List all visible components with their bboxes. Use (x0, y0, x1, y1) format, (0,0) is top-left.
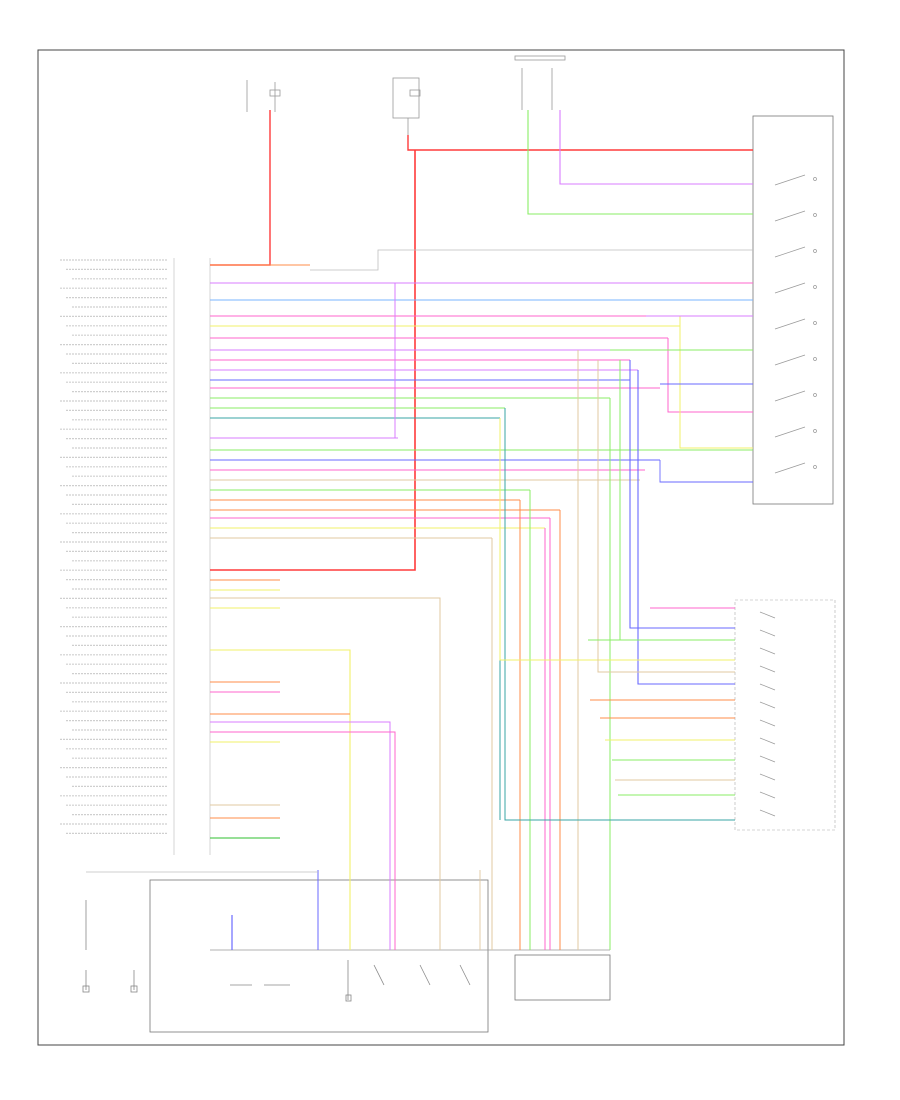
memory-switch-box (734, 599, 836, 831)
memory-switch-contact (759, 611, 776, 619)
lumbar-switch-top (514, 55, 566, 110)
switch-contact (774, 174, 806, 186)
fuse-block-left (246, 80, 281, 112)
switch-contact (774, 210, 806, 222)
power-feed-wire (210, 150, 416, 571)
wire (597, 360, 735, 673)
wire (210, 731, 396, 950)
seat-switch-contacts (774, 174, 817, 474)
memory-switch-contact (759, 755, 776, 763)
switch-contact (774, 354, 806, 366)
memory-switch-contact (759, 773, 776, 781)
wire (499, 418, 735, 661)
switch-contact (774, 246, 806, 258)
memory-switch-contact (759, 791, 776, 799)
fuse-block-center (392, 77, 421, 135)
wire (210, 597, 441, 950)
wire (527, 110, 753, 215)
wire (629, 360, 735, 629)
wire (310, 249, 753, 271)
seat-module-bottom (149, 879, 489, 1033)
wire-harness (86, 110, 753, 950)
wire (659, 460, 753, 483)
memory-switch-contact (759, 719, 776, 727)
switch-terminal (813, 177, 817, 181)
memory-switch-contact (759, 629, 776, 637)
power-feed-wire (407, 135, 753, 151)
left-pin-labels (60, 259, 168, 835)
wire (679, 316, 753, 449)
wire (210, 649, 351, 950)
switch-terminal (813, 213, 817, 217)
wire (619, 360, 735, 641)
recline-motor-box (514, 954, 611, 1001)
seat-switch-box (752, 115, 834, 505)
heated-seat-switches (82, 900, 138, 993)
wire (637, 370, 735, 685)
bottom-motor-switches (230, 960, 471, 1002)
switch-terminal (813, 357, 817, 361)
switch-contact (774, 390, 806, 402)
memory-switch-contact (759, 737, 776, 745)
wire (210, 721, 391, 950)
power-feed-wire (210, 110, 271, 266)
wire (559, 110, 753, 185)
switch-terminal (813, 429, 817, 433)
wire (667, 338, 753, 413)
switch-terminal (813, 321, 817, 325)
switch-terminal (813, 249, 817, 253)
memory-switch-contacts (759, 611, 776, 817)
switch-contact (774, 318, 806, 330)
switch-contact (774, 282, 806, 294)
wire (504, 408, 735, 821)
diagram-frame (37, 49, 845, 1046)
switch-contact (774, 462, 806, 474)
switch-terminal (813, 285, 817, 289)
memory-switch-contact (759, 665, 776, 673)
memory-switch-contact (759, 809, 776, 817)
switch-terminal (813, 465, 817, 469)
memory-switch-contact (759, 701, 776, 709)
switch-terminal (813, 393, 817, 397)
memory-switch-contact (759, 683, 776, 691)
left-module-connector (173, 258, 211, 855)
memory-switch-contact (759, 647, 776, 655)
switch-contact (774, 426, 806, 438)
